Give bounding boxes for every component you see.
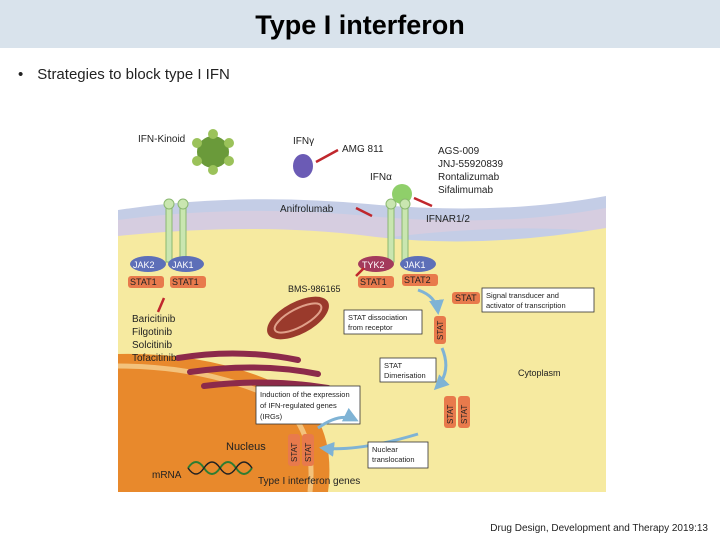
type-i-ifn-genes-label: Type I interferon genes [258,476,360,487]
ifnar-receptor [385,198,411,263]
stat1-right-icon [358,276,394,288]
induction-text: of IFN-regulated genes [260,401,337,410]
jak-inhibitor-drug: Tofacitinib [132,353,177,364]
ifnar-label: IFNAR1/2 [426,214,470,225]
nuclear-stat-a-label: STAT [290,443,299,462]
anti-ifn-alpha-inhibitor-icon [413,196,433,208]
mrna-label: mRNA [152,470,182,481]
citation: Drug Design, Development and Therapy 201… [490,523,708,534]
stat1-b-label: STAT1 [172,277,199,287]
jak1-right-icon [400,256,436,272]
ifn-kinoid-label: IFN-Kinoid [138,134,185,145]
jak1-left-label: JAK1 [172,260,194,270]
jak2-icon [130,256,166,272]
stat-vertical-icon [434,316,446,344]
induction-arrow [317,407,359,430]
stat1-right-label: STAT1 [360,277,387,287]
dimerisation-box [379,357,437,383]
dimerisation-arrow [433,347,450,391]
induction-text: Induction of the expression [260,390,350,399]
jak-inhibitor-icon [156,297,166,313]
stat-dimer-a-icon [444,396,456,428]
dimerisation-text: STAT [384,361,402,370]
dissociation-box [343,309,423,335]
ifn-gamma-label: IFNγ [293,136,314,147]
jak-inhibitor-drug: Solcitinib [132,340,172,351]
jak1-left-icon [168,256,204,272]
stat1-b-icon [170,276,206,288]
cytoplasm-label: Cytoplasm [518,368,561,378]
anti-ifn-alpha-drug: Sifalimumab [438,185,493,196]
nuclear-stat-b-icon [302,434,314,466]
title-bar [0,0,720,48]
tyk2-icon [358,256,394,272]
nuclear-stat-a-icon [288,434,300,466]
stat-legend-label: STAT [455,293,477,303]
nuclear-stat-b-label: STAT [304,443,313,462]
diagram-svg: IFN-Kinoid IFNγ AMG 811 IFNα AGS-009 JNJ… [117,122,606,493]
nuclear-translocation-text: Nuclear [372,445,398,454]
stat2-label: STAT2 [404,275,431,285]
mitochondrion [267,296,329,340]
dimerisation-text: Dimerisation [384,371,426,380]
ifn-kinoid-icon [192,129,234,175]
ifn-alpha-label: IFNα [370,172,392,183]
stat-legend-text: Signal transducer and [486,291,559,300]
jak-inhibitor-drug: Filgotinib [132,327,172,338]
bullet-text: Strategies to block type I IFN [37,66,230,83]
stat-legend-box [481,287,595,313]
nuclear-translocation-text: translocation [372,455,415,464]
nuclear-translocation-box [367,441,429,469]
dissociation-text: from receptor [348,323,393,332]
stat2-icon [402,274,438,286]
jak1-right-label: JAK1 [404,260,426,270]
stat-dimer-b-label: STAT [460,405,469,424]
dissociation-text: STAT dissociation [348,313,407,322]
stat-vertical-label: STAT [436,321,445,340]
anifrolumab-label: Anifrolumab [280,204,334,215]
dna-helix-strand [187,461,253,475]
bullet-item: • Strategies to block type I IFN [18,66,230,83]
induction-text: (IRGs) [260,412,283,421]
stat-dimer-a-label: STAT [446,405,455,424]
anti-ifn-alpha-drug: AGS-009 [438,146,480,157]
dissociation-arrow [417,288,444,315]
ifn-gamma-icon [293,154,313,178]
stat1-a-label: STAT1 [130,277,157,287]
slide-title: Type I interferon [255,10,465,40]
jak2-label: JAK2 [133,260,155,270]
mitochondrion-cristae [273,302,323,334]
bullet-icon: • [18,66,24,83]
nuclear-translocation-arrow [319,432,419,457]
jak-inhibitor-drug: Baricitinib [132,314,176,325]
stat1-a-icon [128,276,164,288]
anti-ifn-alpha-drug: JNJ-55920839 [438,159,503,170]
ifn-pathway-diagram: IFN-Kinoid IFNγ AMG 811 IFNα AGS-009 JNJ… [117,122,606,493]
amg811-inhibitor-icon [315,148,339,164]
stat-legend-icon [452,292,480,304]
anti-ifn-alpha-drug: Rontalizumab [438,172,500,183]
stat-legend-text: activator of transcription [486,301,566,310]
tyk2-label: TYK2 [362,260,385,270]
ifn-gamma-receptor [163,198,189,263]
bms-label: BMS-986165 [288,284,341,294]
stat-dimer-b-icon [458,396,470,428]
anifrolumab-inhibitor-icon [355,206,373,218]
nucleus-label: Nucleus [226,441,266,453]
amg811-label: AMG 811 [342,144,384,155]
bms-inhibitor-icon [355,267,365,277]
